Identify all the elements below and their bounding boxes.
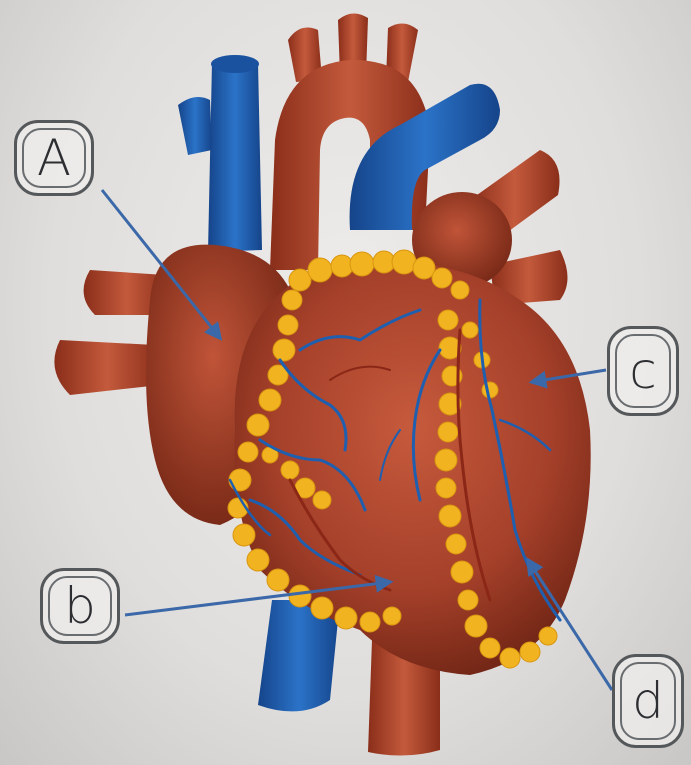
label-box-d: d bbox=[612, 654, 684, 748]
label-b: b bbox=[64, 581, 96, 631]
label-box-c: c bbox=[607, 326, 679, 416]
label-d: d bbox=[632, 676, 664, 726]
label-box-a: A bbox=[14, 120, 94, 196]
label-a: A bbox=[37, 133, 71, 183]
label-box-b: b bbox=[40, 568, 120, 644]
pulmonary-vein-lower-left bbox=[54, 340, 160, 395]
superior-vena-cava bbox=[208, 59, 262, 253]
label-c: c bbox=[629, 346, 657, 396]
